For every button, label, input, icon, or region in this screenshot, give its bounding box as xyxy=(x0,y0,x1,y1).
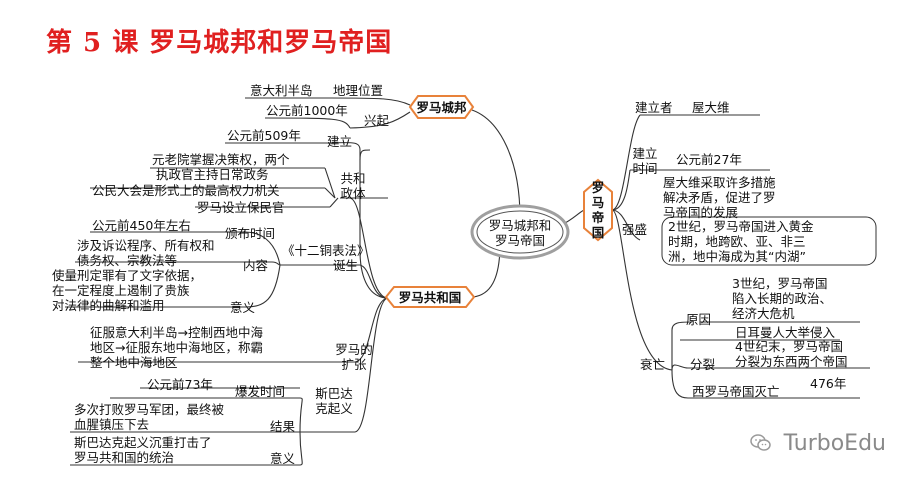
fall-year: 476年 xyxy=(810,376,847,391)
cause-label: 原因 xyxy=(686,312,712,327)
expansion-text-l2: 地区→征服东地中海地区，称霸 xyxy=(90,340,263,355)
found-time-label: 建立 时间 xyxy=(628,146,662,176)
spartacus-meaning-l1: 斯巴达克起义沉重打击了 xyxy=(74,435,212,450)
law-meaning-l1: 使量刑定罪有了文字依据， xyxy=(52,268,203,283)
law-time-label: 颁布时间 xyxy=(225,226,276,241)
expansion-text-l1: 征服意大利半岛→控制西地中海 xyxy=(90,325,263,340)
peak-text-l3: 洲，地中海成为其“内湖” xyxy=(668,249,806,264)
expansion-label-l1: 罗马的 xyxy=(335,342,373,357)
politics-label-l2: 政体 xyxy=(340,186,366,201)
found-detail-l1: 屋大维采取许多措施 xyxy=(663,175,776,190)
founding-value: 公元前509年 xyxy=(227,128,301,143)
found-time-value: 公元前27年 xyxy=(676,152,742,167)
split-text: 4世纪末，罗马帝国 分裂为东西两个帝国 xyxy=(735,339,848,369)
watermark-text: TurboEdu xyxy=(783,431,886,456)
watermark: TurboEdu xyxy=(750,431,886,456)
empire-node-l3: 帝 xyxy=(591,210,605,225)
politics-label-l1: 共和 xyxy=(340,171,366,186)
expansion-label: 罗马的 扩张 xyxy=(330,342,378,372)
spartacus-label-l1: 斯巴达 xyxy=(315,386,353,401)
center-node: 罗马城邦和 罗马帝国 xyxy=(480,218,560,248)
politics-item-1: 元老院掌握决策权，两个 执政官主持日常政务 xyxy=(152,152,290,182)
found-time-label-l1: 建立 xyxy=(632,146,658,161)
expansion-text-l3: 整个地中海地区 xyxy=(90,355,178,370)
peak-text-l1: 2世纪，罗马帝国进入黄金 xyxy=(668,219,814,234)
spartacus-result: 多次打败罗马军团，最终被 血腥镇压下去 xyxy=(74,402,224,432)
law-content-label: 内容 xyxy=(243,258,269,273)
center-node-shape xyxy=(470,204,570,260)
spartacus-label-l2: 克起义 xyxy=(315,401,353,416)
law-meaning-l2: 在一定程度上遏制了贵族 xyxy=(52,283,190,298)
peak-box xyxy=(661,216,877,266)
republic-node: 罗马共和国 xyxy=(398,290,462,305)
law-label: 《十二铜表法》 xyxy=(282,243,370,258)
split-label: 分裂 xyxy=(690,357,716,372)
founder-value: 屋大维 xyxy=(692,100,730,115)
cause-1-l3: 经济大危机 xyxy=(732,306,795,321)
cause-2: 日耳曼人大举侵入 xyxy=(735,325,836,340)
decline-label: 衰亡 xyxy=(640,357,666,372)
politics-item-1-l1: 元老院掌握决策权，两个 xyxy=(152,152,290,167)
split-text-l1: 4世纪末，罗马帝国 xyxy=(735,339,843,354)
peak-text: 2世纪，罗马帝国进入黄金 时期，地跨欧、亚、非三 洲，地中海成为其“内湖” xyxy=(668,219,813,264)
politics-item-3: 罗马设立保民官 xyxy=(197,200,285,215)
politics-item-1-l2: 执政官主持日常政务 xyxy=(156,167,269,182)
cause-1: 3世纪，罗马帝国 陷入长期的政治、 经济大危机 xyxy=(732,276,832,321)
geo-label: 地理位置 xyxy=(333,83,384,98)
law-content-l2: 债务权、宗教法等 xyxy=(77,253,178,268)
spartacus-result-l2: 血腥镇压下去 xyxy=(74,417,150,432)
peak-text-l2: 时期，地跨欧、亚、非三 xyxy=(668,234,806,249)
spartacus-result-label: 结果 xyxy=(270,419,296,434)
empire-node-l4: 国 xyxy=(591,225,605,240)
city-state-node-shape xyxy=(408,95,475,119)
empire-node: 罗 马 帝 国 xyxy=(589,180,607,240)
founder-label: 建立者 xyxy=(635,100,673,115)
center-label-line1: 罗马城邦和 xyxy=(488,218,552,233)
founding-label: 建立 xyxy=(327,134,353,149)
city-state-node: 罗马城邦 xyxy=(416,100,467,115)
empire-node-l1: 罗 xyxy=(591,180,605,195)
expansion-label-l2: 扩张 xyxy=(341,357,367,372)
politics-label: 共和 政体 xyxy=(338,171,368,201)
rise-value: 公元前1000年 xyxy=(266,103,348,118)
republic-node-shape xyxy=(384,286,476,308)
empire-node-shape xyxy=(583,178,613,242)
center-label-line2: 罗马帝国 xyxy=(494,233,545,248)
spartacus-meaning: 斯巴达克起义沉重打击了 罗马共和国的统治 xyxy=(74,435,212,465)
cause-1-l1: 3世纪，罗马帝国 xyxy=(732,276,828,291)
found-detail-l3: 马帝国的发展 xyxy=(663,205,739,220)
wechat-icon xyxy=(750,434,777,455)
spartacus-label: 斯巴达 克起义 xyxy=(310,386,358,416)
law-content: 涉及诉讼程序、所有权和 债务权、宗教法等 xyxy=(77,238,215,268)
found-detail: 屋大维采取许多措施 解决矛盾，促进了罗 马帝国的发展 xyxy=(663,175,776,220)
law-label-2: 诞生 xyxy=(333,258,359,273)
law-time-value: 公元前450年左右 xyxy=(92,218,191,233)
geo-value: 意大利半岛 xyxy=(250,83,313,98)
split-text-l2: 分裂为东西两个帝国 xyxy=(735,354,848,369)
spartacus-meaning-l2: 罗马共和国的统治 xyxy=(74,450,175,465)
fall-text: 西罗马帝国灭亡 xyxy=(692,384,780,399)
spartacus-meaning-label: 意义 xyxy=(270,451,296,466)
law-meaning-l3: 对法律的曲解和滥用 xyxy=(52,298,165,313)
found-time-label-l2: 时间 xyxy=(632,161,658,176)
politics-item-2: 公民大会是形式上的最高权力机关 xyxy=(92,183,280,198)
rise-label: 兴起 xyxy=(364,113,390,128)
expansion-text: 征服意大利半岛→控制西地中海 地区→征服东地中海地区，称霸 整个地中海地区 xyxy=(90,325,263,370)
law-content-l1: 涉及诉讼程序、所有权和 xyxy=(77,238,215,253)
law-meaning: 使量刑定罪有了文字依据， 在一定程度上遏制了贵族 对法律的曲解和滥用 xyxy=(52,268,202,313)
page-title: 第 5 课 罗马城邦和罗马帝国 xyxy=(46,28,393,58)
spartacus-time-value: 公元前73年 xyxy=(147,377,213,392)
found-detail-l2: 解决矛盾，促进了罗 xyxy=(663,190,776,205)
law-meaning-label: 意义 xyxy=(230,300,256,315)
spartacus-time-label: 爆发时间 xyxy=(235,384,286,399)
empire-node-l2: 马 xyxy=(591,195,605,210)
peak-label: 强盛 xyxy=(622,222,648,237)
spartacus-result-l1: 多次打败罗马军团，最终被 xyxy=(74,402,225,417)
cause-1-l2: 陷入长期的政治、 xyxy=(732,291,833,306)
